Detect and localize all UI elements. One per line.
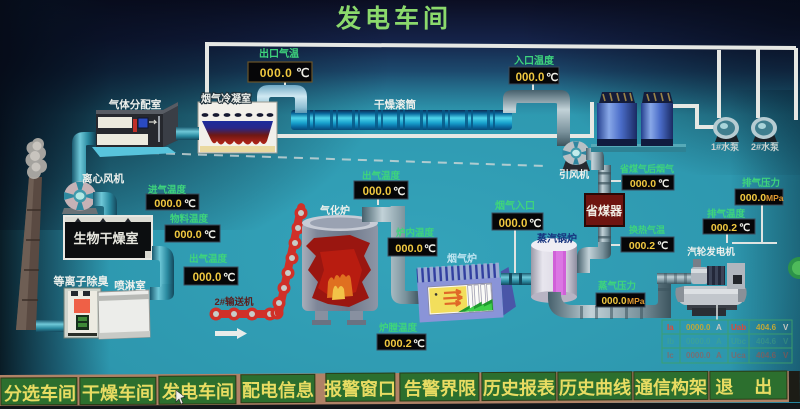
svg-text:000.0: 000.0 <box>499 218 528 230</box>
svg-text:出气温度: 出气温度 <box>362 170 401 182</box>
svg-text:烟气炉: 烟气炉 <box>447 252 477 265</box>
svg-text:蒸气压力: 蒸气压力 <box>598 280 636 292</box>
svg-text:℃: ℃ <box>529 218 541 230</box>
svg-text:A: A <box>716 351 722 360</box>
svg-text:2#输送机: 2#输送机 <box>214 296 254 308</box>
svg-text:000.0: 000.0 <box>395 243 423 255</box>
svg-text:报警窗口: 报警窗口 <box>324 378 396 399</box>
svg-text:发电车间: 发电车间 <box>161 381 234 402</box>
svg-text:℃: ℃ <box>739 223 750 234</box>
svg-text:等离子除臭: 等离子除臭 <box>53 274 109 288</box>
svg-text:V: V <box>783 337 789 346</box>
svg-text:省煤气后烟气: 省煤气后烟气 <box>619 163 674 174</box>
svg-text:发电车间: 发电车间 <box>335 4 452 33</box>
svg-text:引风机: 引风机 <box>559 168 589 181</box>
svg-text:汽轮发电机: 汽轮发电机 <box>687 246 735 258</box>
svg-text:000.0: 000.0 <box>363 186 392 198</box>
svg-text:000.0: 000.0 <box>516 72 545 84</box>
svg-text:气体分配室: 气体分配室 <box>108 98 162 111</box>
svg-text:Ib: Ib <box>667 337 674 346</box>
svg-text:Uab: Uab <box>731 323 746 332</box>
svg-text:排气温度: 排气温度 <box>707 208 746 220</box>
svg-text:烟气冷凝室: 烟气冷凝室 <box>201 92 251 105</box>
svg-text:配电信息: 配电信息 <box>242 379 314 400</box>
svg-text:入口温度: 入口温度 <box>514 54 555 67</box>
svg-text:退 出: 退 出 <box>715 376 780 397</box>
svg-text:℃: ℃ <box>223 272 235 284</box>
svg-text:A: A <box>716 323 722 332</box>
svg-text:000.2: 000.2 <box>629 240 655 252</box>
svg-text:000.0: 000.0 <box>154 198 182 210</box>
svg-text:000.0: 000.0 <box>601 296 626 307</box>
svg-text:生物干燥室: 生物干燥室 <box>73 231 138 246</box>
svg-text:000.0: 000.0 <box>193 272 222 284</box>
svg-text:℃: ℃ <box>204 229 216 241</box>
svg-text:告警界限: 告警界限 <box>404 378 477 399</box>
svg-text:干燥车间: 干燥车间 <box>82 382 154 403</box>
svg-text:炉膛温度: 炉膛温度 <box>379 322 418 334</box>
svg-text:000.0: 000.0 <box>630 178 656 190</box>
svg-text:000.0: 000.0 <box>740 192 766 204</box>
svg-text:Ubc: Ubc <box>731 337 747 346</box>
svg-text:Ic: Ic <box>667 351 674 360</box>
svg-text:物料温度: 物料温度 <box>170 213 209 225</box>
svg-text:出气温度: 出气温度 <box>189 253 228 265</box>
svg-text:404.6: 404.6 <box>756 351 777 360</box>
svg-text:炉内温度: 炉内温度 <box>396 227 435 239</box>
svg-text:换热气温: 换热气温 <box>629 224 665 235</box>
svg-text:MPa: MPa <box>766 193 784 203</box>
svg-text:0000.0: 0000.0 <box>686 351 711 360</box>
svg-text:气化炉: 气化炉 <box>319 204 350 217</box>
svg-text:干燥滚筒: 干燥滚筒 <box>374 98 416 111</box>
svg-text:通信构架: 通信构架 <box>635 376 707 397</box>
svg-text:喷淋室: 喷淋室 <box>114 279 146 292</box>
svg-text:0000.0: 0000.0 <box>686 323 711 332</box>
svg-text:000.0: 000.0 <box>260 66 293 80</box>
svg-text:1#水泵: 1#水泵 <box>711 141 740 152</box>
svg-text:℃: ℃ <box>393 186 405 198</box>
svg-text:2#水泵: 2#水泵 <box>751 141 780 152</box>
svg-text:出口气温: 出口气温 <box>259 47 299 60</box>
svg-text:℃: ℃ <box>657 241 668 252</box>
svg-text:000.2: 000.2 <box>711 222 737 234</box>
svg-text:排气压力: 排气压力 <box>742 177 780 189</box>
svg-text:进气温度: 进气温度 <box>148 184 187 196</box>
svg-text:404.6: 404.6 <box>756 337 777 346</box>
svg-text:℃: ℃ <box>658 179 669 190</box>
svg-text:MPa: MPa <box>627 296 645 306</box>
svg-text:Uca: Uca <box>731 351 746 360</box>
svg-text:离心风机: 离心风机 <box>82 172 124 185</box>
svg-text:V: V <box>783 351 789 360</box>
svg-text:历史报表: 历史报表 <box>483 377 556 398</box>
svg-text:℃: ℃ <box>546 72 558 84</box>
svg-text:404.6: 404.6 <box>756 323 777 332</box>
svg-text:历史曲线: 历史曲线 <box>559 377 631 398</box>
svg-text:分选车间: 分选车间 <box>4 383 76 404</box>
svg-text:A: A <box>716 337 722 346</box>
svg-text:℃: ℃ <box>184 198 196 210</box>
svg-text:000.0: 000.0 <box>174 229 202 241</box>
svg-text:烟气入口: 烟气入口 <box>495 199 535 212</box>
svg-text:蒸汽锅炉: 蒸汽锅炉 <box>537 232 577 245</box>
svg-text:Ia: Ia <box>667 323 674 332</box>
svg-text:省煤器: 省煤器 <box>585 203 623 218</box>
svg-text:℃: ℃ <box>413 338 425 350</box>
svg-text:0000.0: 0000.0 <box>686 337 711 346</box>
svg-text:000.2: 000.2 <box>384 338 412 350</box>
svg-text:℃: ℃ <box>296 66 309 80</box>
svg-text:V: V <box>783 323 789 332</box>
svg-text:℃: ℃ <box>424 243 436 255</box>
